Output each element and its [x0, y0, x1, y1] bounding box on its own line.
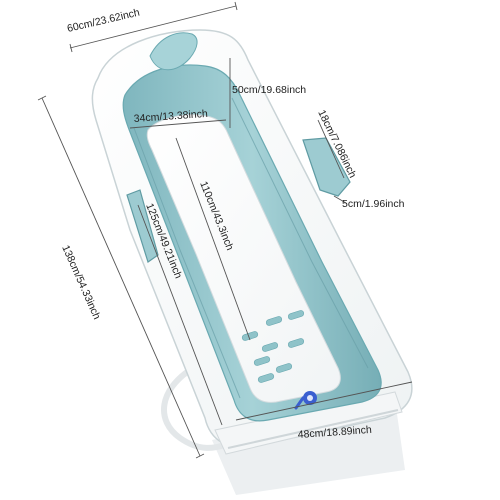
left-handle	[126, 189, 159, 263]
dim-line-bottom-width	[235, 381, 413, 421]
dim-line-handle-height	[317, 119, 345, 179]
label-bottom-width: 48cm/18.89inch	[297, 424, 372, 441]
label-top-width: 60cm/23.62inch	[66, 7, 141, 35]
anti-slip-pads	[241, 310, 305, 383]
dim-line-inner-length-2	[137, 204, 223, 426]
label-inner-width: 34cm/13.38inch	[133, 108, 208, 125]
dim-line-top-width-tick-a	[69, 43, 73, 53]
label-depth: 50cm/19.68inch	[232, 84, 306, 96]
dim-line-total-length-tick-b	[195, 453, 205, 459]
dim-line-top-width	[69, 5, 237, 49]
dim-line-inner-length	[175, 137, 251, 341]
dim-line-top-width-tick-b	[234, 1, 238, 11]
dim-line-total-length	[41, 97, 201, 457]
dim-line-handle-depth	[333, 195, 347, 204]
liner-fold-right	[231, 97, 369, 369]
tub-base-rail	[227, 409, 399, 449]
dim-line-inner-width	[129, 119, 227, 129]
headrest-pillow	[149, 32, 198, 71]
tub-inner-floor	[146, 114, 341, 403]
label-total-length: 138cm/54.33inch	[59, 243, 103, 321]
label-handle-depth: 5cm/1.96inch	[342, 198, 405, 210]
right-handle	[302, 137, 351, 197]
dim-line-total-length-tick-a	[37, 95, 47, 101]
liner-fold-left	[133, 127, 241, 399]
drain-hose	[161, 367, 228, 451]
